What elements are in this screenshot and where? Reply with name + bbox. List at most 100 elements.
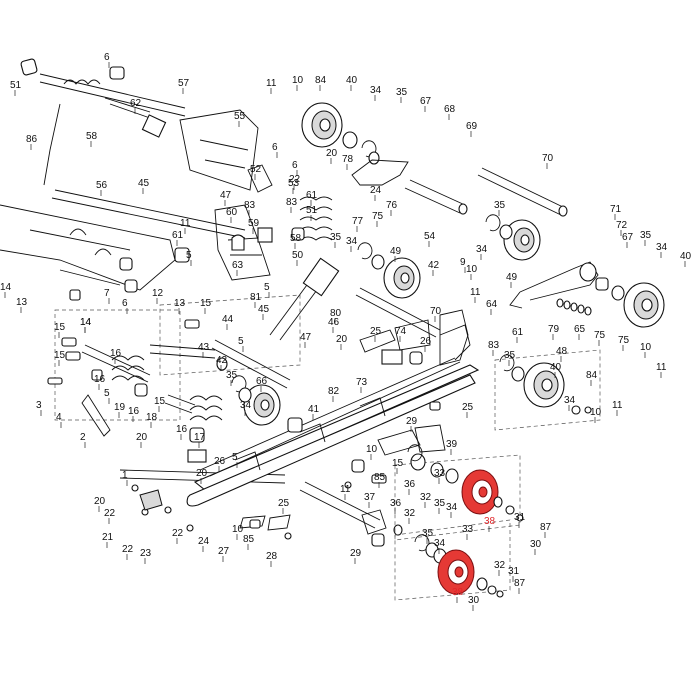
callout-76: 76	[386, 200, 398, 211]
callout-14: 14	[80, 317, 92, 328]
callout-75: 75	[372, 211, 384, 222]
callout-36: 36	[390, 498, 402, 509]
callout-30: 30	[530, 539, 542, 550]
callout-83: 83	[286, 197, 298, 208]
callout-15: 15	[54, 350, 66, 361]
callout-26: 26	[420, 336, 432, 347]
callout-62: 62	[130, 98, 142, 109]
callout-5: 5	[264, 282, 270, 293]
callout-61: 61	[306, 190, 318, 201]
callout-86: 86	[26, 134, 38, 145]
callout-32: 32	[494, 560, 506, 571]
callout-84: 84	[315, 75, 327, 86]
callout-42: 42	[428, 260, 440, 271]
callout-69: 69	[466, 121, 478, 132]
callout-61: 61	[512, 327, 524, 338]
callout-34: 34	[240, 400, 252, 411]
callout-51: 51	[10, 80, 22, 91]
callout-87: 87	[540, 522, 552, 533]
front-arm-assembly	[0, 58, 259, 293]
callout-45: 45	[138, 178, 150, 189]
callout-22: 22	[122, 544, 134, 555]
leader-lines	[4, 62, 686, 611]
callout-11: 11	[656, 362, 667, 373]
callout-59: 59	[248, 218, 260, 229]
callout-14: 14	[0, 282, 12, 293]
callout-34: 34	[446, 502, 458, 513]
callout-10: 10	[366, 444, 378, 455]
callout-5: 5	[186, 250, 192, 261]
callout-38: 38	[452, 587, 464, 598]
callout-80: 80	[330, 308, 342, 319]
idler-wheel-48	[494, 349, 601, 431]
callout-53: 53	[288, 178, 300, 189]
callout-84: 84	[586, 370, 598, 381]
callout-10: 10	[640, 342, 652, 353]
callout-67: 67	[420, 96, 432, 107]
callout-35: 35	[434, 498, 446, 509]
callout-77: 77	[352, 216, 364, 227]
callout-42: 42	[216, 355, 228, 366]
callout-68: 68	[444, 104, 456, 115]
callout-47: 47	[220, 190, 232, 201]
callout-54: 54	[424, 231, 436, 242]
callout-24: 24	[370, 185, 382, 196]
callout-74: 74	[395, 326, 407, 337]
idler-wheel-49-right	[485, 214, 599, 309]
callout-26: 26	[214, 456, 226, 467]
callout-15: 15	[154, 396, 166, 407]
callout-16: 16	[94, 374, 106, 385]
callout-85: 85	[374, 472, 386, 483]
callout-6: 6	[272, 142, 278, 153]
callout-27: 27	[218, 546, 230, 557]
callout-63: 63	[232, 260, 244, 271]
callout-13: 13	[16, 297, 28, 308]
callout-10: 10	[292, 75, 304, 86]
callout-6: 6	[104, 52, 110, 63]
callout-61: 61	[172, 230, 184, 241]
callout-4: 4	[56, 412, 62, 423]
callout-22: 22	[289, 174, 301, 185]
callout-41: 41	[308, 404, 320, 415]
callout-11: 11	[266, 78, 277, 89]
callout-32: 32	[404, 508, 416, 519]
callout-40: 40	[550, 362, 562, 373]
callout-34: 34	[370, 85, 382, 96]
callout-33: 33	[462, 524, 474, 535]
callout-83: 83	[244, 200, 256, 211]
callout-58: 58	[290, 233, 302, 244]
callout-55: 55	[234, 111, 246, 122]
callout-65: 65	[574, 324, 586, 335]
callout-79: 79	[548, 324, 560, 335]
callout-70: 70	[430, 306, 442, 317]
callout-14: 14	[80, 317, 92, 328]
callout-37: 37	[364, 492, 376, 503]
callout-85: 85	[243, 534, 255, 545]
callout-16: 16	[128, 406, 140, 417]
callout-78: 78	[342, 154, 354, 165]
callout-47: 47	[300, 332, 312, 343]
callout-35: 35	[504, 350, 516, 361]
lower-center-hardware	[344, 401, 446, 489]
center-mount-hardware	[214, 164, 340, 341]
slide-rail	[186, 324, 480, 507]
rear-wheels-highlighted	[394, 444, 524, 601]
callout-15: 15	[392, 458, 404, 469]
callout-34: 34	[346, 236, 358, 247]
callout-19: 19	[114, 402, 126, 413]
callout-24: 24	[198, 536, 210, 547]
callout-40: 40	[346, 75, 358, 86]
callout-11: 11	[470, 287, 481, 298]
callout-38: 38	[484, 516, 496, 527]
callout-39: 39	[446, 439, 458, 450]
idler-wheel-40-right	[556, 277, 665, 328]
callout-45: 45	[258, 304, 270, 315]
callout-3: 3	[36, 400, 42, 411]
callout-10: 10	[590, 407, 602, 418]
callout-66: 66	[256, 376, 268, 387]
callout-75: 75	[594, 330, 606, 341]
idler-wheel-49-left	[357, 242, 421, 299]
callout-25: 25	[370, 326, 382, 337]
callout-35: 35	[330, 232, 342, 243]
callout-31: 31	[514, 512, 526, 523]
